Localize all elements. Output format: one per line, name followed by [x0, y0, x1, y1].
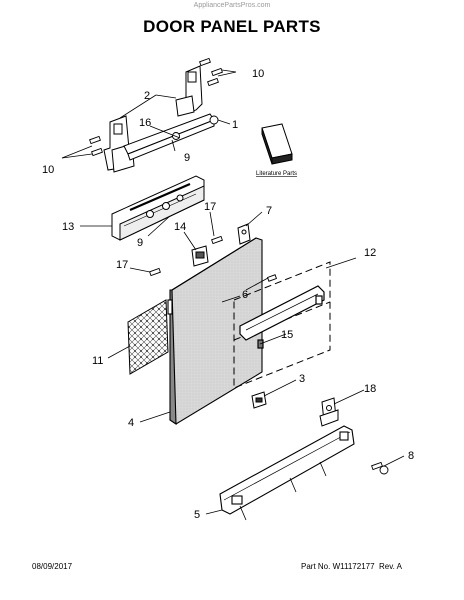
callout-1: 1	[232, 119, 238, 131]
callout-10a: 10	[252, 68, 264, 80]
footer-date: 08/09/2017	[32, 562, 73, 571]
callout-11: 11	[92, 355, 103, 367]
callout-6: 6	[242, 289, 248, 301]
literature-label: Literature Parts	[256, 171, 297, 177]
insulation-pad	[127, 299, 169, 375]
part-number: W11172177	[332, 562, 375, 571]
callout-10b: 10	[42, 164, 54, 176]
callout-13: 13	[62, 221, 74, 233]
hinge-bracket-right	[175, 65, 203, 117]
screw-group-top	[89, 57, 223, 157]
callout-4: 4	[128, 417, 134, 429]
screw-part-8	[371, 461, 389, 475]
callout-15: 15	[281, 329, 293, 341]
callout-16: 16	[139, 117, 151, 129]
callout-8: 8	[408, 450, 414, 462]
callout-12: 12	[364, 247, 376, 259]
footer-part-number: Part No. W11172177 Rev. A	[301, 562, 402, 571]
callout-14: 14	[174, 221, 186, 233]
leader-lines	[61, 69, 405, 515]
callout-2: 2	[144, 90, 150, 102]
callout-17a: 17	[204, 201, 216, 213]
bracket-part-18	[319, 397, 339, 427]
toe-kick-panel	[219, 425, 355, 521]
callout-9a: 9	[184, 152, 190, 164]
clip-part-14	[191, 245, 209, 267]
watermark-text: AppliancePartsPros.com	[193, 2, 271, 9]
clip-part-7	[237, 223, 251, 245]
small-badge-part-3	[251, 391, 267, 409]
hinge-bracket-left	[103, 115, 135, 173]
literature-booklet	[261, 123, 293, 165]
page-title: DOOR PANEL PARTS	[143, 17, 321, 36]
part-label: Part No.	[301, 562, 331, 571]
callout-7: 7	[266, 205, 272, 217]
rev-value: A	[396, 562, 402, 571]
callout-numbers: 1 2 3 4 5 6 7 8 9 9 10 10 11 12 13 14 15…	[42, 68, 414, 521]
control-console	[111, 175, 205, 241]
rev-label: Rev.	[379, 562, 395, 571]
callout-3: 3	[299, 373, 305, 385]
cross-rail	[123, 113, 215, 161]
callout-18: 18	[364, 383, 376, 395]
callout-9b: 9	[137, 237, 143, 249]
callout-5: 5	[194, 509, 200, 521]
callout-17b: 17	[116, 259, 128, 271]
outer-door-panel	[167, 237, 263, 426]
